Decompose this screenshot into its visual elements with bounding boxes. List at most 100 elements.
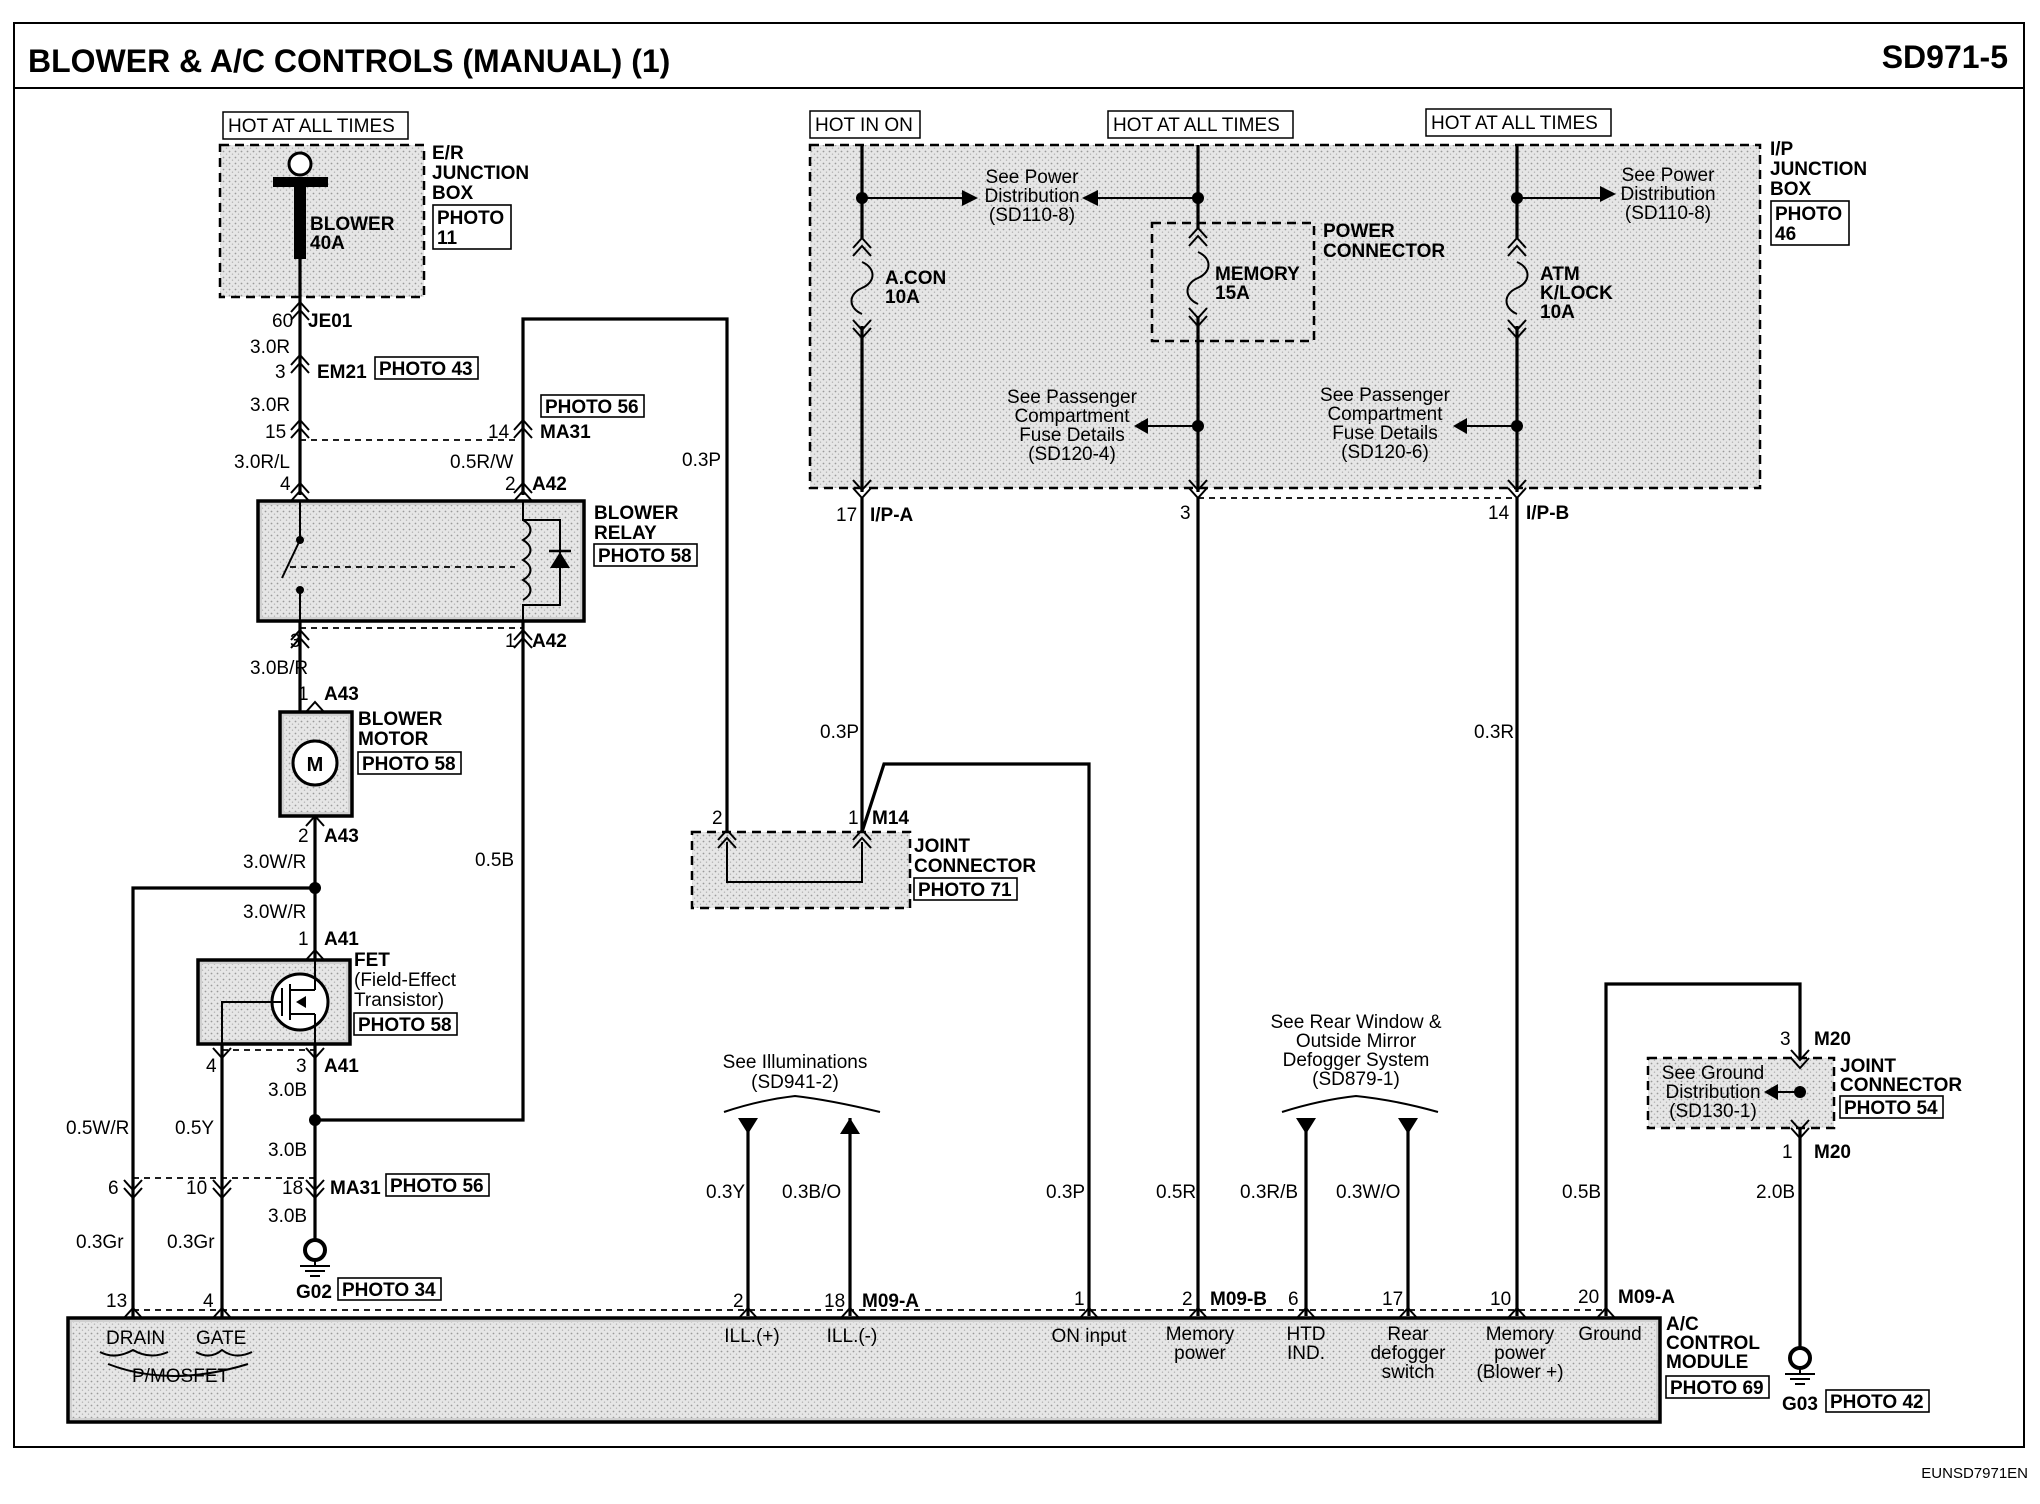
wire-label: 2.0B xyxy=(1756,1182,1795,1203)
ref-text: Defogger System xyxy=(1283,1050,1430,1071)
er-photo-2: 11 xyxy=(437,228,458,249)
wire-label: 3.0W/R xyxy=(243,852,306,873)
blower-fuse xyxy=(294,187,306,259)
photo-label: PHOTO 34 xyxy=(342,1280,436,1301)
connector-symbol xyxy=(290,353,310,374)
ip-junction-box xyxy=(808,143,1762,490)
pin-label: 60 xyxy=(272,311,293,332)
pin-label: 2 xyxy=(1182,1289,1193,1310)
module-label-2: CONTROL xyxy=(1666,1333,1760,1354)
wire-label: 0.5Y xyxy=(175,1118,214,1139)
photo-box xyxy=(593,543,698,567)
arrow-down xyxy=(1398,1118,1418,1134)
hot-label-box-4 xyxy=(1425,108,1612,137)
module-term-memb: Memory xyxy=(1486,1324,1555,1345)
connector-symbol xyxy=(513,418,533,439)
photo-label: PHOTO 58 xyxy=(598,546,692,567)
hot-label-3: HOT AT ALL TIMES xyxy=(1113,115,1280,136)
photo-label: PHOTO 58 xyxy=(358,1015,452,1036)
fuse-label: ATM xyxy=(1540,264,1580,285)
ref-text: See Passenger xyxy=(1007,387,1138,408)
arrow-head xyxy=(962,190,978,206)
pin-label: 1 xyxy=(1074,1289,1085,1310)
connector-label: M14 xyxy=(872,808,909,829)
pin-label: 6 xyxy=(108,1178,119,1199)
module-term-drain: DRAIN xyxy=(106,1328,165,1349)
motor-label-1: BLOWER xyxy=(358,709,443,730)
arrow-head xyxy=(1453,418,1467,434)
wire-label: 0.3W/O xyxy=(1336,1182,1400,1203)
relay-switch xyxy=(281,501,301,621)
connector-label: M20 xyxy=(1814,1029,1851,1050)
photo-box xyxy=(374,356,479,380)
fet-label-1: FET xyxy=(354,950,390,971)
relay-contact xyxy=(296,536,304,544)
photo-label: PHOTO 69 xyxy=(1670,1378,1764,1399)
connector-symbol xyxy=(1790,1119,1810,1140)
connector-symbol xyxy=(717,828,737,849)
module-term-htd: HTD xyxy=(1286,1324,1325,1345)
wire-label: 0.3P xyxy=(682,450,721,471)
module-term-memory: Memory xyxy=(1166,1324,1235,1345)
fuse-label: K/LOCK xyxy=(1540,283,1613,304)
pin-label: 18 xyxy=(282,1178,303,1199)
photo-box xyxy=(385,1173,490,1197)
memory-fuse xyxy=(1186,226,1210,328)
pin-label: 14 xyxy=(488,422,510,443)
er-box-label-2: JUNCTION xyxy=(432,163,529,184)
ip-box-label: I/P xyxy=(1770,139,1794,160)
ip-photo-1: PHOTO xyxy=(1775,204,1842,225)
connector-symbol xyxy=(123,1179,143,1200)
module-term-memb-2: power xyxy=(1494,1343,1546,1364)
arrow-up xyxy=(840,1118,860,1134)
joint-label: JOINT xyxy=(914,836,970,857)
er-box-label: E/R xyxy=(432,143,464,164)
pin-label: 3 xyxy=(296,1056,307,1077)
photo-box xyxy=(357,751,462,775)
blower-fuse-label: BLOWER xyxy=(310,214,395,235)
connector-symbol xyxy=(305,814,325,827)
pin-label: 2 xyxy=(505,474,516,495)
connector-symbol xyxy=(290,481,310,502)
ref-text: See Passenger xyxy=(1320,385,1451,406)
photo-label: PHOTO 56 xyxy=(545,397,639,418)
ip-box-label-2: JUNCTION xyxy=(1770,159,1867,180)
module-term-ill-neg: ILL.(-) xyxy=(827,1326,878,1347)
connector-symbol xyxy=(212,1047,232,1060)
wire-label: 0.3P xyxy=(1046,1182,1085,1203)
ref-text: Fuse Details xyxy=(1332,423,1438,444)
module-term-htd-2: IND. xyxy=(1287,1343,1325,1364)
connector-symbol xyxy=(212,1179,232,1200)
photo-label: PHOTO 71 xyxy=(918,880,1012,901)
connector-symbol xyxy=(290,418,310,439)
ref-text: Distribution xyxy=(1620,184,1715,205)
photo-box xyxy=(337,1277,442,1301)
connector-symbol xyxy=(1790,1049,1810,1070)
relay-coil-winding xyxy=(521,519,532,601)
fuse-label: 10A xyxy=(885,287,920,308)
pin-label: 13 xyxy=(106,1291,127,1312)
ref-text: (SD110-8) xyxy=(989,205,1075,226)
wire-label: 3.0B xyxy=(268,1206,307,1227)
power-connector xyxy=(1150,221,1316,343)
joint-connector-link xyxy=(726,842,863,883)
wire-label: 3.0R/L xyxy=(234,452,290,473)
pin-label: 20 xyxy=(1578,1287,1599,1308)
ref-text: Compartment xyxy=(1327,404,1443,425)
atm-fuse xyxy=(1505,236,1529,340)
pin-label: 1 xyxy=(1782,1142,1793,1163)
arrow-head xyxy=(1764,1084,1778,1100)
photo-box xyxy=(1665,1375,1770,1399)
pin-label: 10 xyxy=(186,1178,207,1199)
power-connector-label: POWER xyxy=(1323,221,1395,242)
module-term-pmos: P/MOSFET xyxy=(132,1366,230,1387)
blower-relay-inner xyxy=(262,505,580,617)
module-term-ill-pos: ILL.(+) xyxy=(724,1326,779,1347)
module-term-memb-3: (Blower +) xyxy=(1476,1362,1563,1383)
pin-label: 1 xyxy=(848,808,859,829)
footer-ref: EUNSD7971EN xyxy=(1921,1465,2028,1482)
wire-ground xyxy=(1604,982,1802,1350)
connector-label: M09-B xyxy=(1210,1289,1267,1310)
connector-label: M09-A xyxy=(862,1291,919,1312)
module-term-memory-2: power xyxy=(1174,1343,1226,1364)
